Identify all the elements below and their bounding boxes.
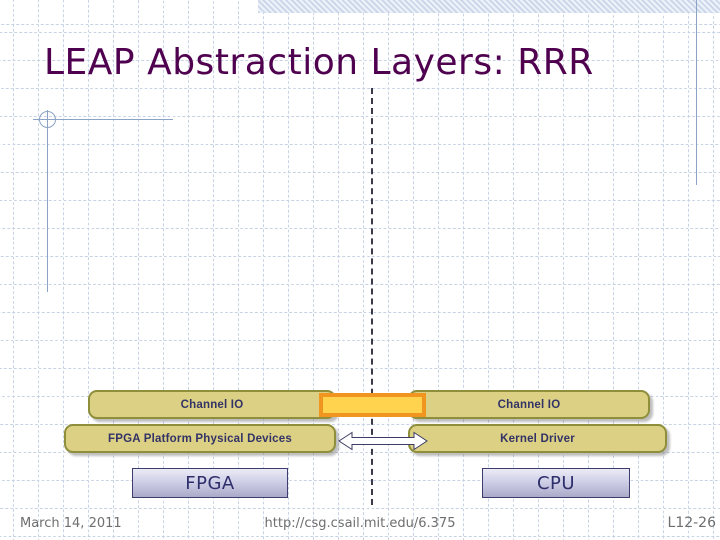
bidirectional-arrow-icon: [338, 431, 428, 451]
channel-io-left-box: Channel IO: [88, 390, 336, 419]
slide-number: L12-26: [667, 515, 716, 531]
header-hatch-band: [258, 0, 720, 13]
hw-sw-boundary-dashed-line: [371, 88, 373, 505]
cpu-box: CPU: [482, 468, 630, 498]
ornament-vertical-line: [47, 110, 48, 292]
ornament-circle: [39, 111, 56, 128]
footer-url: http://csg.csail.mit.edu/6.375: [264, 516, 456, 531]
footer-date: March 14, 2011: [20, 516, 122, 531]
footer: March 14, 2011 http://csg.csail.mit.edu/…: [0, 515, 720, 533]
right-edge-line: [696, 0, 697, 185]
kernel-driver-box: Kernel Driver: [408, 424, 667, 453]
channel-io-connector: [319, 393, 426, 417]
fpga-platform-devices-box: FPGA Platform Physical Devices: [64, 424, 336, 453]
channel-io-right-box: Channel IO: [408, 390, 650, 419]
ornament-horizontal-line: [33, 119, 173, 120]
fpga-box: FPGA: [132, 468, 288, 498]
slide-title: LEAP Abstraction Layers: RRR: [44, 42, 594, 83]
